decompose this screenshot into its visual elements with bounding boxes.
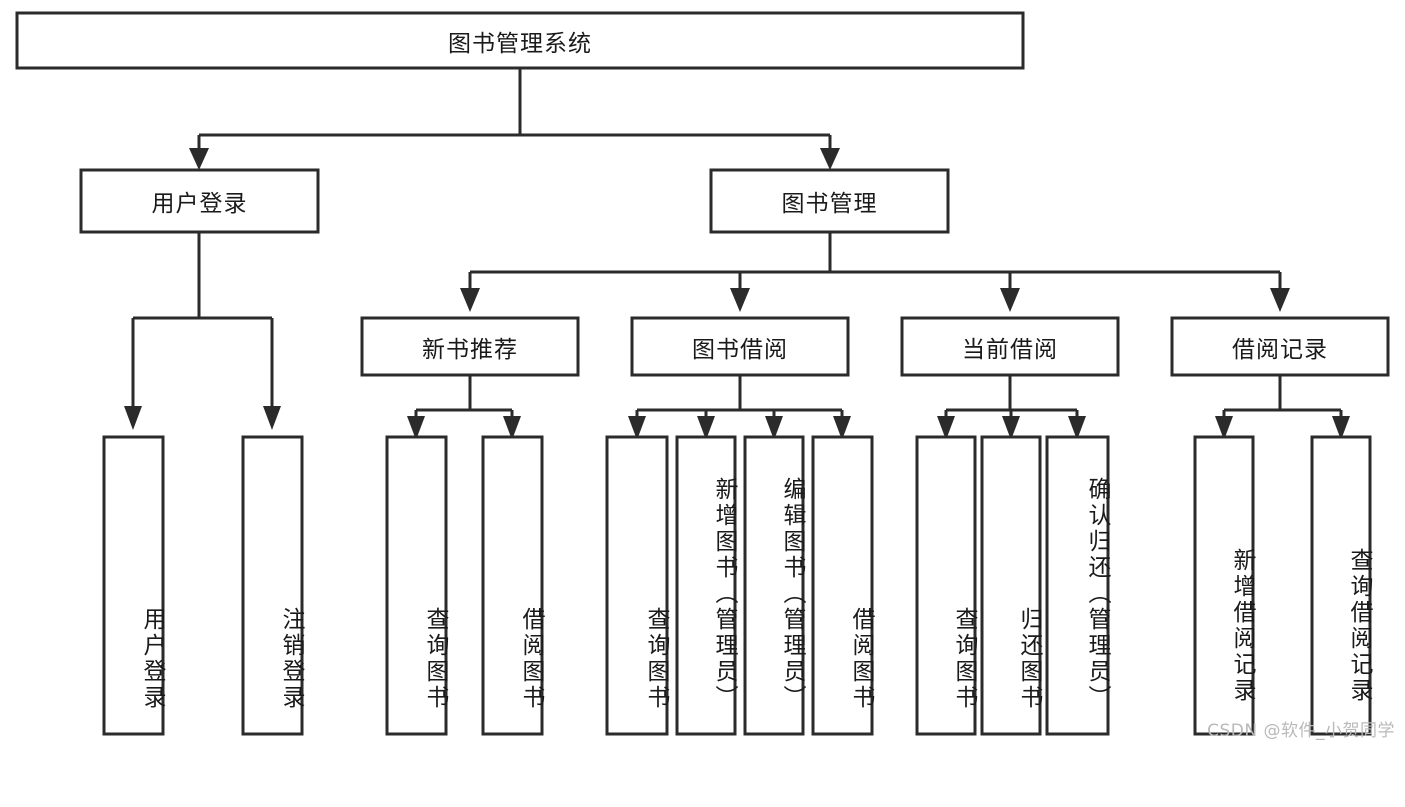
node-box-leaf-book-borrow-1[interactable] bbox=[675, 435, 737, 736]
node-box-leaf-user-login-0[interactable] bbox=[102, 435, 165, 736]
node-box-leaf-borrow-record-1[interactable] bbox=[1310, 435, 1372, 736]
diagram-graphics bbox=[15, 11, 1390, 736]
node-box-leaf-borrow-record-0[interactable] bbox=[1193, 435, 1255, 736]
node-box-leaf-current-borrow-0[interactable] bbox=[915, 435, 977, 736]
node-box-borrow-record[interactable] bbox=[1170, 316, 1390, 377]
connector-root-to-level2 bbox=[189, 68, 840, 170]
node-box-leaf-book-borrow-0[interactable] bbox=[605, 435, 669, 736]
node-box-current-borrow[interactable] bbox=[900, 316, 1120, 377]
node-box-leaf-user-login-1[interactable] bbox=[241, 435, 304, 736]
connector-currentborrow-to-leaves bbox=[937, 375, 1086, 440]
node-box-root[interactable] bbox=[15, 11, 1025, 70]
connector-borrowrecord-to-leaves bbox=[1215, 375, 1350, 440]
node-box-leaf-current-borrow-1[interactable] bbox=[980, 435, 1042, 736]
node-box-leaf-book-borrow-2[interactable] bbox=[743, 435, 805, 736]
connector-newbook-to-leaves bbox=[407, 375, 521, 440]
connector-bookmgmt-to-level3 bbox=[460, 232, 1290, 312]
connector-userlogin-to-leaves bbox=[124, 232, 281, 430]
diagram-canvas: 图书管理系统 用户登录 图书管理 新书推荐 图书借阅 当前借阅 借阅记录 用户登… bbox=[15, 11, 1395, 741]
node-box-book-management[interactable] bbox=[709, 168, 950, 234]
node-box-leaf-book-borrow-3[interactable] bbox=[811, 435, 874, 736]
node-box-user-login[interactable] bbox=[79, 168, 320, 234]
node-box-book-borrow[interactable] bbox=[630, 316, 850, 377]
node-box-new-book-recommend[interactable] bbox=[360, 316, 580, 377]
node-box-leaf-new-book-1[interactable] bbox=[481, 435, 544, 736]
node-box-leaf-new-book-0[interactable] bbox=[385, 435, 448, 736]
node-box-leaf-current-borrow-2[interactable] bbox=[1045, 435, 1110, 736]
connector-bookborrow-to-leaves bbox=[628, 375, 851, 440]
